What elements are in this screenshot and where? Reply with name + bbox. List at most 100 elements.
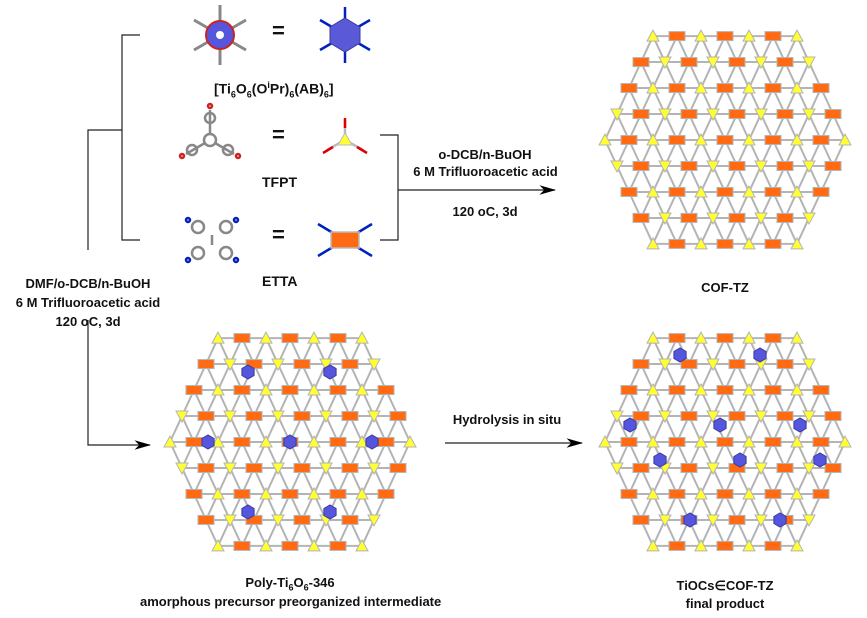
- tfpt-node: [367, 514, 381, 527]
- tfpt-node: [790, 29, 804, 42]
- intermediate-name: Poly-Ti6O6-346: [245, 575, 335, 593]
- linker-bond: [748, 467, 762, 495]
- etta-node: [377, 437, 395, 447]
- tfpt-node: [754, 514, 768, 527]
- ti-cluster-label: [Ti6O6(OiPr)6(AB)6]: [214, 80, 334, 100]
- etta-node: [668, 540, 686, 551]
- intermediate-description: amorphous precursor preorganized interme…: [140, 594, 442, 609]
- etta-node: [185, 488, 203, 499]
- linker-bond: [361, 519, 375, 547]
- etta-node: [281, 488, 299, 499]
- tfpt-node: [355, 331, 369, 344]
- etta-node: [728, 57, 746, 68]
- tfpt-node: [754, 462, 768, 476]
- final-description: final product: [685, 596, 765, 611]
- etta-node: [341, 359, 359, 370]
- tfpt-node: [211, 538, 225, 552]
- etta-node: [281, 540, 299, 551]
- tfpt-node: [694, 331, 708, 344]
- linker-bond: [169, 415, 183, 443]
- tfpt-node: [319, 358, 333, 372]
- etta-node: [632, 57, 650, 68]
- tfpt-node: [754, 160, 768, 174]
- etta-node: [716, 31, 734, 42]
- ti-oxo-cluster-icon: [323, 364, 337, 380]
- ti-oxo-cluster-icon: [793, 417, 807, 433]
- left-acid: 6 M Trifluoroacetic acid: [15, 295, 161, 310]
- ti-oxo-cluster-icon: [241, 364, 255, 380]
- linker-bond: [796, 519, 810, 547]
- etta-node: [824, 109, 842, 120]
- tfpt-node: [223, 514, 237, 527]
- linker-bond: [700, 217, 714, 245]
- tfpt-node: [802, 410, 816, 424]
- etta-node: [680, 212, 698, 223]
- etta-node: [668, 186, 686, 197]
- tfpt-node: [706, 108, 720, 122]
- etta-node: [812, 385, 830, 396]
- linker-bond: [748, 61, 762, 89]
- etta-node: [824, 411, 842, 422]
- etta-node: [764, 31, 782, 42]
- etta-node: [776, 359, 794, 370]
- etta-node: [716, 186, 734, 197]
- tfpt-node: [694, 486, 708, 500]
- tfpt-node: [754, 410, 768, 424]
- linker-bond: [217, 415, 231, 443]
- tfpt-node: [742, 80, 756, 94]
- etta-node: [341, 462, 359, 473]
- linker-bond: [700, 363, 714, 391]
- tfpt-node: [646, 29, 660, 42]
- tfpt-node: [367, 410, 381, 424]
- cof-tz-label: COF-TZ: [701, 280, 749, 295]
- etta-molecule: [184, 216, 240, 264]
- tfpt-node: [694, 184, 708, 198]
- tfpt-node: [610, 108, 624, 122]
- linker-bond: [217, 363, 231, 391]
- etta-node: [668, 385, 686, 396]
- top-conditions: 120 oC, 3d: [452, 204, 518, 219]
- ti-oxo-cluster-icon: [733, 452, 747, 468]
- etta-node: [764, 135, 782, 145]
- tfpt-node: [403, 434, 417, 448]
- etta-node: [281, 333, 299, 344]
- linker-bond: [700, 467, 714, 495]
- tfpt-symbol: [322, 118, 368, 155]
- etta-node: [233, 540, 251, 551]
- etta-node: [197, 462, 215, 473]
- tfpt-node: [742, 434, 756, 448]
- tfpt-node: [802, 462, 816, 476]
- linker-bond: [700, 415, 714, 443]
- tfpt-node: [271, 462, 285, 476]
- etta-node: [812, 83, 830, 94]
- tfpt-node: [694, 29, 708, 42]
- etta-node: [632, 359, 650, 370]
- linker-bond: [265, 467, 279, 495]
- etta-node: [632, 514, 650, 525]
- etta-node: [716, 135, 734, 145]
- etta-node: [680, 359, 698, 370]
- tfpt-node: [790, 486, 804, 500]
- tfpt-node: [802, 212, 816, 225]
- tfpt-node: [742, 236, 756, 250]
- linker-bond: [361, 467, 375, 495]
- etta-node: [716, 437, 734, 447]
- tfpt-node: [307, 331, 321, 344]
- linker-bond: [652, 113, 666, 141]
- etta-node: [812, 437, 830, 447]
- etta-node: [329, 385, 347, 396]
- etta-node: [728, 212, 746, 223]
- tfpt-node: [706, 56, 720, 70]
- linker-bond: [265, 519, 279, 547]
- linker-bond: [796, 61, 810, 89]
- tfpt-node: [754, 212, 768, 225]
- tfpt-node: [646, 184, 660, 198]
- etta-node: [824, 462, 842, 473]
- tfpt-node: [355, 382, 369, 396]
- tfpt-node: [259, 434, 273, 448]
- etta-node: [632, 411, 650, 422]
- top-acid: 6 M Trifluoroacetic acid: [413, 164, 558, 179]
- etta-node: [776, 160, 794, 171]
- tfpt-node: [790, 382, 804, 396]
